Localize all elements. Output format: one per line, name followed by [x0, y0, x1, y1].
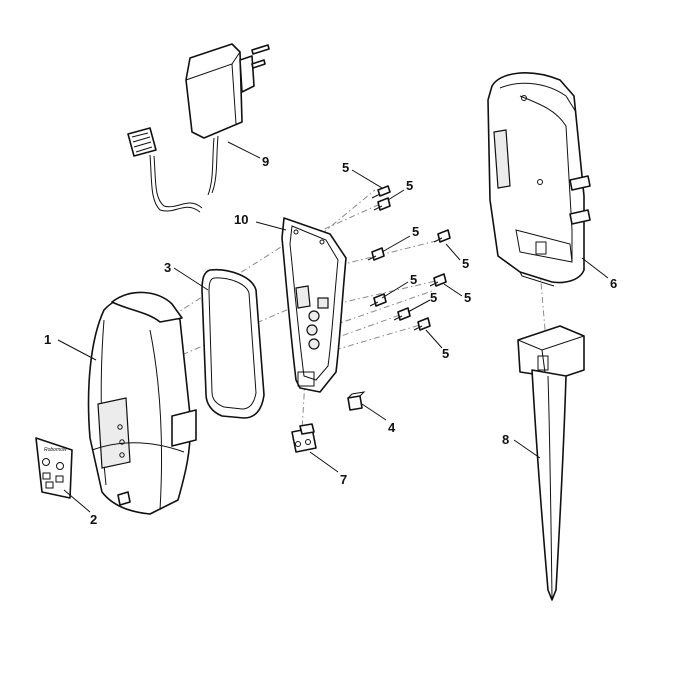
screw	[367, 247, 385, 261]
back-cover	[487, 72, 591, 287]
screw	[413, 317, 431, 331]
callout-5f: 5	[464, 290, 471, 305]
callout-5g: 5	[430, 290, 437, 305]
main-housing	[87, 291, 197, 515]
callout-5h: 5	[442, 346, 449, 361]
power-adapter	[127, 43, 270, 213]
callout-5b: 5	[406, 178, 413, 193]
keypad-label: Robomow	[35, 437, 73, 499]
callout-5e: 5	[410, 272, 417, 287]
terminal-connector	[291, 423, 317, 453]
screws	[367, 185, 451, 331]
screw	[371, 185, 391, 199]
screw	[373, 197, 391, 211]
callout-4: 4	[388, 420, 396, 435]
screw	[429, 273, 447, 287]
callout-1: 1	[44, 332, 51, 347]
leader-lines	[57, 141, 609, 513]
callout-5a: 5	[342, 160, 349, 175]
callout-labels: 1 2 3 4 5 5 5 5 5 5 5 5 6 7 8 9 10	[44, 154, 617, 527]
clip	[347, 391, 366, 411]
gasket	[201, 268, 265, 419]
callout-3: 3	[164, 260, 171, 275]
label-brand-text: Robomow	[44, 447, 67, 453]
callout-7: 7	[340, 472, 347, 487]
callout-5d: 5	[462, 256, 469, 271]
callout-5c: 5	[412, 224, 419, 239]
callout-9: 9	[262, 154, 269, 169]
callout-8: 8	[502, 432, 509, 447]
callout-6: 6	[610, 276, 617, 291]
callout-10: 10	[234, 212, 248, 227]
circuit-board	[281, 217, 347, 393]
screw	[393, 307, 411, 321]
ground-stake	[517, 325, 585, 601]
callout-2: 2	[90, 512, 97, 527]
screw	[433, 229, 451, 243]
